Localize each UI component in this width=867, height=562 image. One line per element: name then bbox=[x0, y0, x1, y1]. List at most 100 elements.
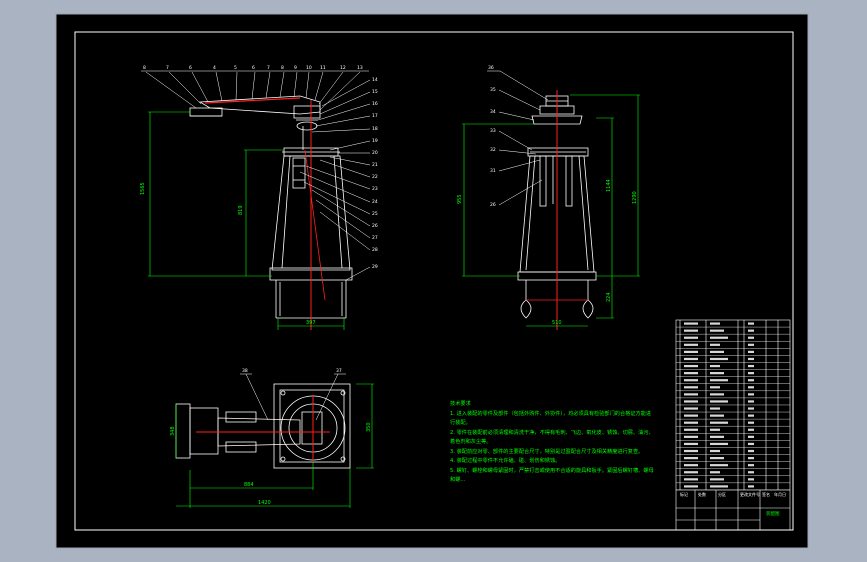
balloon: 18 bbox=[372, 126, 378, 132]
balloon: 11 bbox=[320, 65, 326, 71]
title-block-entry bbox=[748, 343, 754, 346]
title-block-entry bbox=[710, 421, 728, 424]
title-block-footer: 标记 处数 分区 更改文件号 签名 年月日 bbox=[680, 491, 786, 497]
dim-plan-right: 350 bbox=[366, 422, 372, 432]
title-block-entry bbox=[684, 357, 698, 361]
title-block-entry bbox=[684, 414, 698, 417]
title-block-entries bbox=[684, 322, 754, 488]
side-hook-right bbox=[582, 280, 594, 319]
notes-line: 1. 进入装配的零件及部件（包括外购件、外协件），均必须具有检验部门的合格证方能… bbox=[450, 410, 652, 417]
title-block-entry bbox=[710, 322, 720, 325]
balloon: 32 bbox=[490, 147, 496, 153]
title-block-entry bbox=[684, 449, 698, 453]
title-block-entry bbox=[748, 400, 754, 403]
title-block-entry bbox=[748, 350, 754, 353]
balloon: 6 bbox=[189, 65, 192, 71]
plan-dimensions bbox=[175, 383, 374, 508]
balloon: 27 bbox=[372, 235, 378, 241]
title-block-entry bbox=[710, 485, 728, 488]
dim-cone-height: 819 bbox=[238, 205, 244, 215]
balloon: 22 bbox=[372, 174, 378, 180]
drawing-sheet bbox=[55, 13, 809, 549]
balloon: 14 bbox=[372, 77, 378, 83]
notes-line: 2. 零件在装配前必须清理和清洗干净，不得有毛刺、飞边、氧化皮、锈蚀、切屑、油污… bbox=[450, 429, 654, 436]
motor bbox=[292, 157, 306, 189]
title-block-entry bbox=[710, 428, 720, 431]
dim-plan-length: 884 bbox=[244, 482, 254, 488]
front-balloons-right: 14 15 16 17 18 19 20 21 22 23 24 25 26 2… bbox=[372, 77, 378, 270]
title-block-entry bbox=[684, 364, 698, 368]
balloon: 10 bbox=[306, 65, 312, 71]
front-balloon-leaders-right bbox=[299, 79, 371, 281]
balloon: 36 bbox=[488, 65, 494, 71]
plan-balloons: 38 37 bbox=[242, 368, 342, 374]
title-block-entry bbox=[748, 386, 754, 389]
notes-line: 着色剂和灰尘等。 bbox=[450, 439, 492, 445]
balloon: 7 bbox=[267, 65, 270, 71]
front-dimensions bbox=[148, 111, 345, 330]
plan-view bbox=[175, 383, 351, 469]
title-block-entry bbox=[748, 329, 754, 332]
title-block-entry bbox=[684, 478, 698, 481]
title-block-entry bbox=[684, 400, 698, 403]
title-block-entry bbox=[710, 386, 720, 389]
dim-base-width: 397 bbox=[306, 320, 316, 326]
title-block-entry bbox=[710, 464, 728, 467]
balloon: 16 bbox=[372, 101, 378, 107]
footer-label: 签名 bbox=[762, 491, 770, 497]
title-block-entry bbox=[684, 407, 698, 410]
title-block-entry bbox=[748, 379, 754, 382]
side-balloon-leaders bbox=[487, 70, 549, 206]
plan-jib-arm bbox=[217, 417, 301, 447]
balloon: 17 bbox=[372, 113, 378, 119]
balloon: 15 bbox=[372, 89, 378, 95]
balloon: 26 bbox=[372, 223, 378, 229]
technical-requirements: 技术要求 1. 进入装配的零件及部件（包括外购件、外协件），均必须具有检验部门的… bbox=[450, 400, 654, 486]
title-block-entry bbox=[748, 393, 754, 396]
balloon: 4 bbox=[213, 65, 216, 71]
title-block-entry bbox=[748, 478, 754, 481]
side-hook-left bbox=[520, 280, 532, 319]
balloon: 8 bbox=[281, 65, 284, 71]
dim-overall-height: 1565 bbox=[140, 182, 146, 195]
title-block-entry bbox=[710, 379, 728, 382]
dim-plan-left: 348 bbox=[170, 426, 176, 436]
notes-line: 和螺... bbox=[450, 477, 466, 483]
dim-plan-overall: 1420 bbox=[258, 500, 271, 506]
title-block-entry bbox=[684, 386, 698, 389]
dim-side-inner-height: 1144 bbox=[606, 179, 612, 192]
title-block-entry bbox=[748, 428, 754, 431]
balloon: 21 bbox=[372, 162, 378, 168]
footer-label: 更改文件号 bbox=[740, 491, 760, 497]
title-block-entry bbox=[748, 471, 754, 474]
title-block-entry bbox=[684, 336, 698, 339]
title-block-entry bbox=[710, 400, 728, 403]
title-block-entry bbox=[748, 442, 754, 446]
title-block-entry bbox=[710, 478, 724, 481]
title-block-entry bbox=[748, 372, 754, 375]
title-block-entry bbox=[684, 329, 698, 332]
title-block-entry bbox=[684, 350, 698, 353]
title-block-entry bbox=[710, 449, 720, 453]
plan-balloon-leaders bbox=[240, 373, 346, 421]
title-block-entry bbox=[710, 364, 720, 368]
title-block-entry bbox=[710, 350, 724, 353]
title-block-stamp: 装配图 bbox=[766, 510, 780, 517]
title-block-entry bbox=[710, 372, 724, 375]
front-balloons-top: 8 7 6 4 5 6 7 8 9 10 11 12 13 bbox=[143, 65, 363, 71]
balloon: 28 bbox=[372, 247, 378, 253]
balloon: 20 bbox=[372, 150, 378, 156]
dim-side-base-height: 224 bbox=[606, 292, 612, 302]
title-block-entry bbox=[748, 457, 754, 460]
title-block-entry bbox=[748, 464, 754, 467]
drawing-frame bbox=[74, 31, 794, 531]
dim-side-left-height: 955 bbox=[457, 194, 463, 204]
title-block-entry bbox=[710, 414, 724, 417]
balloon: 33 bbox=[490, 128, 496, 134]
title-block-entry bbox=[684, 372, 698, 375]
jib-hub bbox=[293, 105, 321, 119]
title-block-entry bbox=[684, 471, 698, 474]
title-block-entry bbox=[748, 322, 754, 325]
